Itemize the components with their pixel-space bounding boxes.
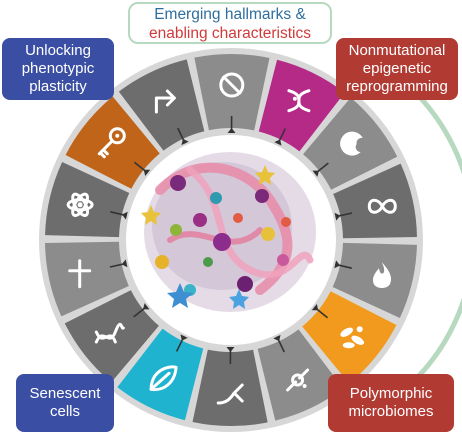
dna-epigenetic-icon [287, 89, 311, 113]
tumor-cell [233, 213, 243, 223]
immune-star-cell [229, 289, 249, 309]
key-icon [97, 127, 126, 159]
inward-arrow [226, 346, 235, 365]
tumor-illustration [141, 152, 316, 312]
inward-arrow [312, 162, 329, 177]
tumor-cell [277, 254, 289, 266]
inward-arrow [311, 304, 329, 319]
prohibited-icon [219, 72, 245, 98]
tumor-cell [210, 192, 222, 204]
callout-line: cells [49, 403, 80, 420]
inward-arrow [177, 127, 189, 146]
wheel-segment [45, 241, 129, 317]
callout-line: Senescent [29, 385, 101, 402]
wheel-segment [117, 328, 204, 421]
immune-star-cell [167, 283, 193, 308]
immune-star-cell [141, 205, 161, 225]
wheel-arrows [109, 115, 353, 365]
inward-arrow [175, 334, 188, 352]
title-box: Emerging hallmarks & enabling characteri… [128, 2, 332, 44]
tumor-cell [261, 227, 275, 241]
inward-arrow [274, 128, 287, 146]
tumor-cell [170, 224, 182, 236]
wheel-segment [118, 59, 205, 151]
callout-line: microbiomes [348, 403, 434, 420]
senescent-leaf-icon [149, 365, 178, 392]
tumor-cell [281, 217, 291, 227]
tumor-cell [255, 189, 269, 203]
wheel-segment [192, 349, 268, 426]
callout-line: plasticity [29, 78, 87, 95]
inward-arrow [273, 334, 285, 353]
callout-line: Unlocking [25, 42, 91, 59]
inward-arrow [109, 259, 128, 268]
callout-line: Nonmutational [348, 42, 446, 59]
bitten-cell-icon [340, 131, 363, 156]
inward-arrow [334, 260, 352, 269]
atom-icon [66, 192, 94, 217]
tumor-cell [193, 213, 207, 227]
inward-arrow [334, 212, 353, 221]
inward-arrow [227, 115, 236, 134]
microbes-icon [340, 326, 365, 349]
callout-line: reprogramming [346, 78, 448, 95]
immune-star-cell [255, 165, 275, 185]
callout-unlocking-phenotypic-plasticity: Unlocking phenotypic plasticity [2, 38, 114, 100]
callout-polymorphic-microbiomes: Polymorphic microbiomes [328, 374, 454, 432]
wheel-segment [302, 291, 397, 384]
inward-arrow [133, 161, 151, 176]
tumor-cell [237, 276, 253, 292]
tumor-cell [155, 255, 169, 269]
tombstone-cross-icon [68, 259, 92, 289]
inward-arrow [110, 211, 128, 220]
callout-line: Polymorphic [349, 385, 433, 402]
callout-line: epigenetic [362, 60, 432, 77]
wheel-segments [45, 53, 417, 426]
title-line-1: Emerging hallmarks & [154, 6, 306, 23]
flame-icon [372, 262, 392, 288]
title-line-2: enabling characteristics [149, 25, 311, 42]
callout-senescent-cells: Senescent cells [16, 374, 114, 432]
inward-arrow [133, 303, 150, 318]
callout-nonmutational-epigenetic-reprogramming: Nonmutational epigenetic reprogramming [336, 38, 458, 100]
dna-helix-icon [94, 322, 125, 344]
mutated-chromosome-icon [286, 368, 310, 392]
wheel-segment [194, 53, 270, 131]
arrow-turn-icon [154, 89, 176, 114]
infinity-icon [367, 198, 397, 214]
branching-vessel-icon [216, 383, 244, 405]
tumor-cell [203, 257, 213, 267]
callout-line: phenotypic [21, 60, 95, 77]
tumor-cell [170, 175, 186, 191]
tumor-cell [213, 233, 231, 251]
